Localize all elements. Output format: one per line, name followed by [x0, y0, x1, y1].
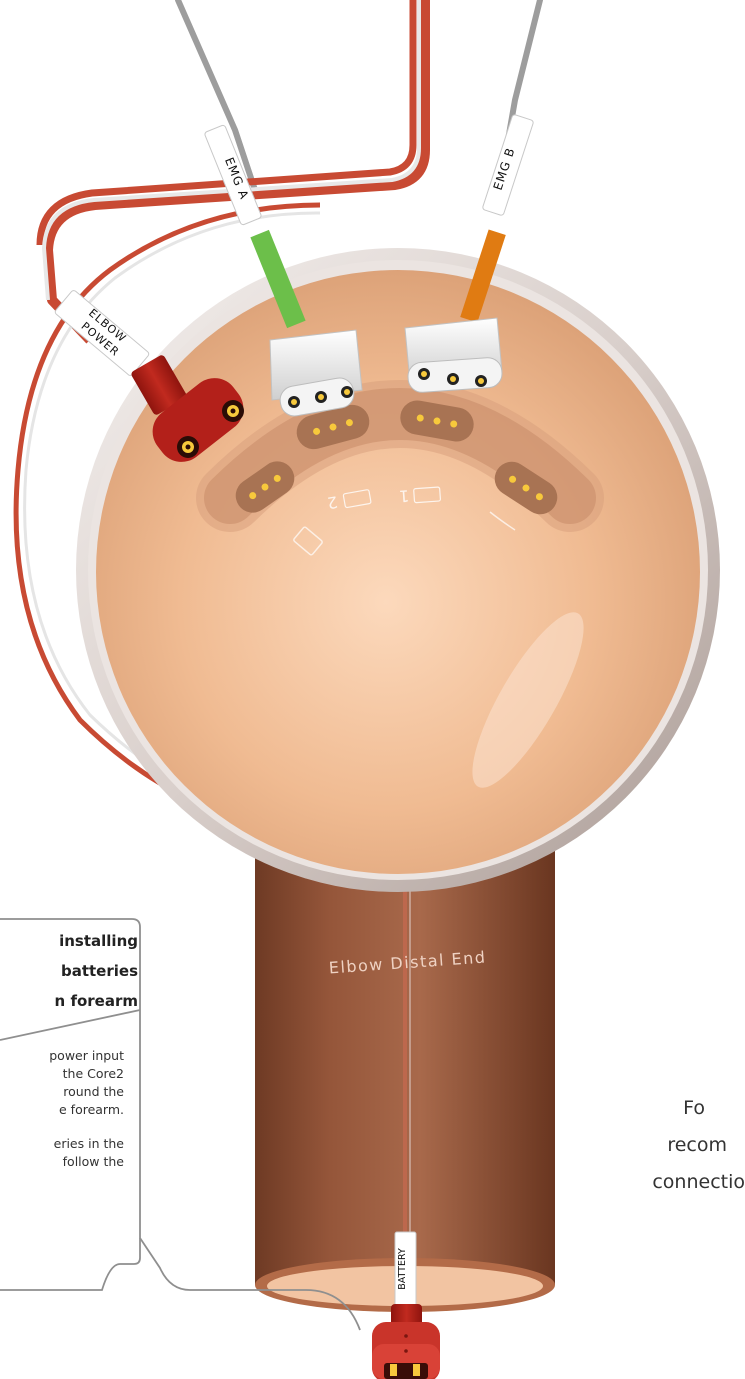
- svg-text:1: 1: [398, 486, 409, 506]
- callout-heading-line: installing: [0, 926, 138, 956]
- callout-body: power input the Core2 round the e forear…: [0, 1047, 124, 1171]
- battery-label: BATTERY: [397, 1248, 408, 1290]
- side-note-line: Fo: [575, 1090, 705, 1127]
- callout-heading-line: n forearm: [0, 986, 138, 1016]
- socket: [76, 248, 720, 892]
- side-note-line: connectio: [575, 1164, 745, 1201]
- callout-body-line: follow the: [0, 1153, 124, 1171]
- callout-body-line: power input: [0, 1047, 124, 1065]
- callout-heading: installing batteries n forearm: [0, 926, 138, 1016]
- side-note-line: recom: [575, 1127, 727, 1164]
- callout-body-line: the Core2: [0, 1065, 124, 1083]
- callout-body-line: e forearm.: [0, 1101, 124, 1119]
- callout-body-line: round the: [0, 1083, 124, 1101]
- callout-body-line: eries in the: [0, 1135, 124, 1153]
- callout-heading-line: batteries: [0, 956, 138, 986]
- side-note: Fo recom connectio: [575, 1090, 745, 1201]
